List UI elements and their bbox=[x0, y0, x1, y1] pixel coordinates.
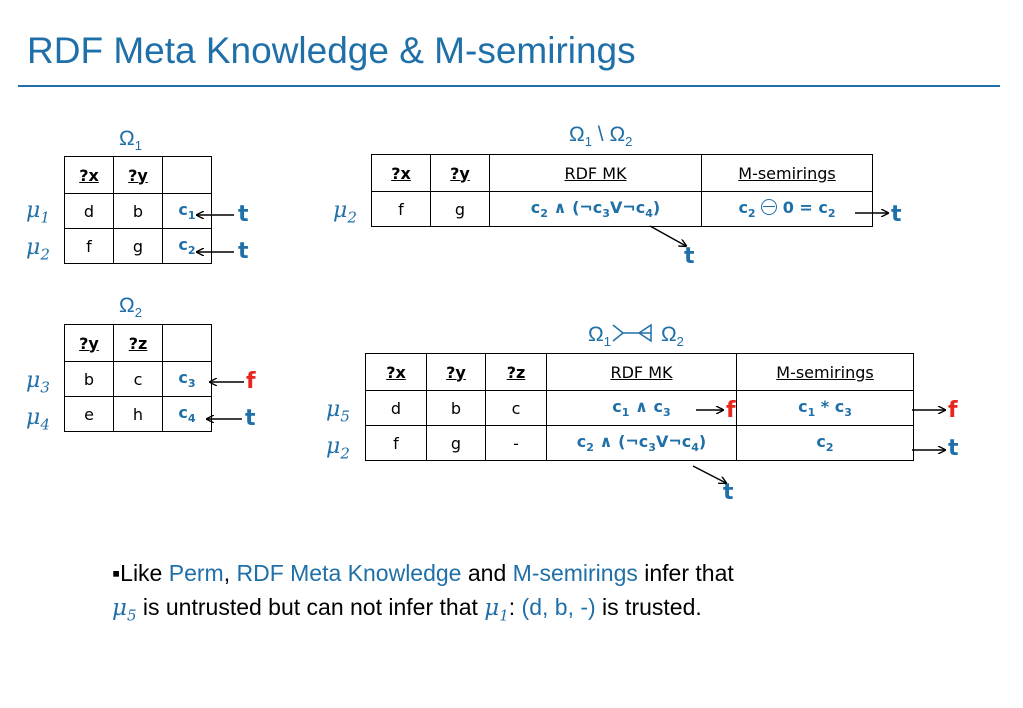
table-cell: c bbox=[485, 390, 547, 426]
table-cell: f bbox=[64, 228, 114, 264]
condition-cell: c2 bbox=[162, 228, 212, 264]
arrow-icon bbox=[692, 465, 726, 483]
column-header: RDF MK bbox=[489, 154, 702, 192]
table-cell: d bbox=[365, 390, 427, 426]
table-row: f g c2 ∧ (¬c3V¬c4) c2 0 = c2 bbox=[371, 191, 873, 227]
trust-result: t bbox=[238, 202, 249, 227]
mu-label: μ2 bbox=[26, 235, 50, 264]
table-row: f g c2 bbox=[64, 228, 212, 264]
column-header: M-semirings bbox=[736, 353, 914, 391]
mu-label: μ5 bbox=[326, 397, 350, 426]
column-header: ?y bbox=[430, 154, 490, 192]
bullet-line-2: μ5 is untrusted but can not infer that μ… bbox=[112, 594, 702, 625]
rdf-mk-expression: c2 ∧ (¬c3V¬c4) bbox=[489, 191, 702, 227]
table-row: d b c1 bbox=[64, 193, 212, 229]
table-cell: - bbox=[485, 425, 547, 461]
bullet-text: ▪Like Perm, RDF Meta Knowledge and M-sem… bbox=[112, 556, 734, 633]
table-row: b c c3 bbox=[64, 361, 212, 397]
column-header: ?x bbox=[371, 154, 431, 192]
trust-result: t bbox=[723, 480, 734, 505]
table-header-row: ?x ?y bbox=[64, 156, 212, 194]
table-cell: f bbox=[371, 191, 431, 227]
table-cell: c bbox=[113, 361, 163, 397]
table-cell: h bbox=[113, 396, 163, 432]
mu-label: μ4 bbox=[26, 405, 50, 434]
rdf-mk-expression: c2 ∧ (¬c3V¬c4) bbox=[546, 425, 737, 461]
column-header: RDF MK bbox=[546, 353, 737, 391]
column-header: ?x bbox=[365, 353, 427, 391]
column-header: ?y bbox=[113, 156, 163, 194]
column-header: M-semirings bbox=[701, 154, 873, 192]
monus-icon bbox=[761, 199, 778, 216]
omega2-table: ?y ?z b c c3 e h c4 bbox=[64, 324, 212, 432]
table-cell: b bbox=[426, 390, 486, 426]
trust-result: t bbox=[948, 436, 959, 461]
omega2-caption: Ω2 bbox=[119, 294, 142, 321]
column-header bbox=[162, 156, 212, 194]
omega1-caption: Ω1 bbox=[119, 127, 142, 154]
trust-result: f bbox=[246, 369, 256, 394]
mu-label: μ3 bbox=[26, 368, 50, 397]
column-header: ?x bbox=[64, 156, 114, 194]
table-cell: b bbox=[113, 193, 163, 229]
trust-result: t bbox=[891, 202, 902, 227]
trust-result: f bbox=[726, 398, 736, 423]
condition-cell: c4 bbox=[162, 396, 212, 432]
table-header-row: ?x ?y RDF MK M-semirings bbox=[371, 154, 873, 192]
omega1-table: ?x ?y d b c1 f g c2 bbox=[64, 156, 212, 264]
difference-caption: Ω1 \ Ω2 bbox=[569, 123, 633, 150]
mu-label: μ1 bbox=[26, 198, 50, 227]
table-cell: b bbox=[64, 361, 114, 397]
trust-result: t bbox=[245, 406, 256, 431]
page-title: RDF Meta Knowledge & M-semirings bbox=[27, 30, 636, 71]
m-semiring-expression: c1 * c3 bbox=[736, 390, 914, 426]
arrow-icon bbox=[649, 225, 686, 246]
table-cell: d bbox=[64, 193, 114, 229]
left-outer-join-icon bbox=[612, 323, 652, 343]
join-table: ?x ?y ?z RDF MK M-semirings d b c c1 ∧ c… bbox=[365, 353, 914, 461]
column-header: ?y bbox=[64, 324, 114, 362]
table-header-row: ?y ?z bbox=[64, 324, 212, 362]
rdf-mk-expression: c1 ∧ c3 bbox=[546, 390, 737, 426]
table-row: d b c c1 ∧ c3 c1 * c3 bbox=[365, 390, 914, 426]
table-row: e h c4 bbox=[64, 396, 212, 432]
trust-result: t bbox=[238, 239, 249, 264]
column-header bbox=[162, 324, 212, 362]
trust-result: t bbox=[684, 244, 695, 269]
mu-label: μ2 bbox=[326, 434, 350, 463]
title-divider bbox=[18, 85, 1000, 87]
table-cell: g bbox=[113, 228, 163, 264]
column-header: ?z bbox=[485, 353, 547, 391]
column-header: ?z bbox=[113, 324, 163, 362]
table-cell: g bbox=[430, 191, 490, 227]
m-semiring-expression: c2 0 = c2 bbox=[701, 191, 873, 227]
table-cell: g bbox=[426, 425, 486, 461]
table-cell: f bbox=[365, 425, 427, 461]
table-row: f g - c2 ∧ (¬c3V¬c4) c2 bbox=[365, 425, 914, 461]
mu-label: μ2 bbox=[333, 198, 357, 227]
bullet-line-1: ▪Like Perm, RDF Meta Knowledge and M-sem… bbox=[112, 560, 734, 586]
condition-cell: c3 bbox=[162, 361, 212, 397]
trust-result: f bbox=[948, 398, 958, 423]
table-cell: e bbox=[64, 396, 114, 432]
column-header: ?y bbox=[426, 353, 486, 391]
table-header-row: ?x ?y ?z RDF MK M-semirings bbox=[365, 353, 914, 391]
m-semiring-expression: c2 bbox=[736, 425, 914, 461]
condition-cell: c1 bbox=[162, 193, 212, 229]
difference-table: ?x ?y RDF MK M-semirings f g c2 ∧ (¬c3V¬… bbox=[371, 154, 873, 227]
